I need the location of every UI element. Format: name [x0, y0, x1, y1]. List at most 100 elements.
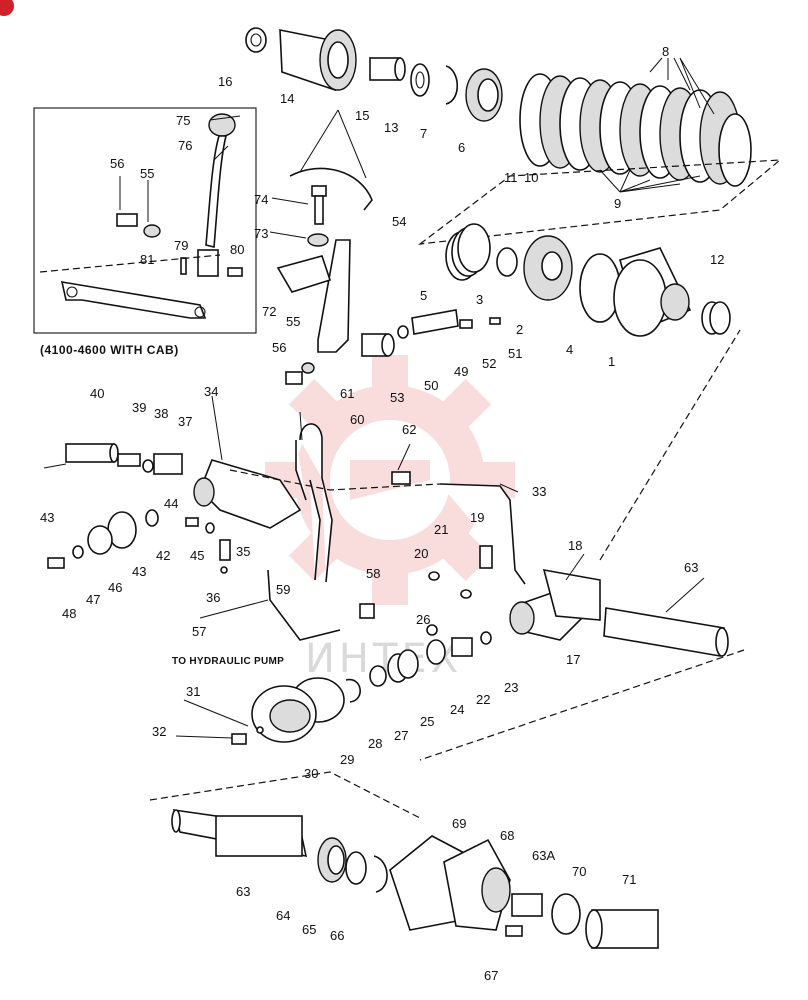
- shift-fork-18: [542, 568, 601, 621]
- label-3: 3: [476, 292, 483, 307]
- bolt-80: [227, 267, 243, 277]
- ball-26: [426, 624, 438, 636]
- label-76: 76: [178, 138, 192, 153]
- label-54: 54: [392, 214, 406, 229]
- snap-ring-66: [373, 855, 388, 893]
- label-63-bottom: 63: [236, 884, 250, 899]
- hub-6: [465, 68, 503, 122]
- label-44: 44: [164, 496, 178, 511]
- bushing-15: [369, 57, 406, 81]
- label-14: 14: [280, 91, 294, 106]
- seal-4: [579, 253, 621, 323]
- label-59: 59: [276, 582, 290, 597]
- label-30: 30: [304, 766, 318, 781]
- shaft-63-top: [603, 607, 729, 657]
- label-37: 37: [178, 414, 192, 429]
- label-1: 1: [608, 354, 615, 369]
- spring-35: [219, 539, 231, 561]
- bolt-44: [185, 517, 199, 527]
- label-62: 62: [402, 422, 416, 437]
- pin-79: [180, 257, 187, 275]
- oring-50: [397, 325, 409, 339]
- label-72: 72: [262, 304, 276, 319]
- lever-76: [205, 135, 228, 249]
- spring-pin-51: [489, 317, 501, 325]
- corner-badge-icon: [0, 0, 14, 16]
- valve-body-34: [193, 459, 302, 529]
- housing-68: [443, 838, 511, 931]
- label-24: 24: [450, 702, 464, 717]
- lever-bracket: [197, 249, 219, 277]
- tube-59: [309, 477, 333, 583]
- pin-21: [460, 589, 472, 599]
- label-74: 74: [254, 192, 268, 207]
- label-2: 2: [516, 322, 523, 337]
- label-43: 43: [132, 564, 146, 579]
- label-79: 79: [174, 238, 188, 253]
- label-63A: 63A: [532, 848, 555, 863]
- label-65: 65: [302, 922, 316, 937]
- lever-54: [317, 239, 351, 353]
- label-36: 36: [206, 590, 220, 605]
- snap-ring-7: [445, 65, 459, 105]
- washer-45: [205, 522, 215, 534]
- pin-20: [428, 571, 440, 581]
- label-17: 17: [566, 652, 580, 667]
- lever-19: [479, 545, 493, 569]
- washer-47: [72, 545, 84, 559]
- bushing-63A: [511, 893, 543, 917]
- bolt-67: [505, 925, 523, 937]
- washer-55-inset: [143, 224, 161, 238]
- label-63-top: 63: [684, 560, 698, 575]
- washer-46: [87, 525, 113, 555]
- rod-54: [289, 167, 373, 211]
- gear-sleeve-14: [279, 29, 357, 92]
- label-81: 81: [140, 252, 154, 267]
- washer-16: [245, 27, 267, 53]
- tube-57: [267, 569, 341, 641]
- snap-ring-28: [345, 678, 361, 703]
- label-48: 48: [62, 606, 76, 621]
- label-10: 10: [524, 170, 538, 185]
- label-75: 75: [176, 113, 190, 128]
- label-25: 25: [420, 714, 434, 729]
- label-45: 45: [190, 548, 204, 563]
- label-46: 46: [108, 580, 122, 595]
- label-64: 64: [276, 908, 290, 923]
- washer-3: [496, 247, 518, 277]
- label-55: 55: [286, 314, 300, 329]
- cap-71: [585, 909, 659, 949]
- pin-52: [459, 319, 473, 329]
- label-22: 22: [476, 692, 490, 707]
- label-49: 49: [454, 364, 468, 379]
- label-60: 60: [350, 412, 364, 427]
- valve-22: [451, 637, 473, 657]
- part-number-labels: 16 14 15 13 7 6 8 11 10 9 12 5 3 2 4 1 7…: [40, 44, 724, 983]
- washer-73: [307, 233, 329, 247]
- shaft-63-bottom: [171, 809, 308, 858]
- rings-12: [701, 301, 731, 335]
- seal-70: [551, 893, 581, 935]
- label-5: 5: [420, 288, 427, 303]
- label-12: 12: [710, 252, 724, 267]
- ring-38: [142, 459, 154, 473]
- label-15: 15: [355, 108, 369, 123]
- label-71: 71: [622, 872, 636, 887]
- oring-42: [145, 509, 159, 527]
- spool-40: [65, 443, 119, 463]
- label-9: 9: [614, 196, 621, 211]
- link-81: [60, 281, 207, 319]
- tube-33: [439, 483, 526, 585]
- label-33: 33: [532, 484, 546, 499]
- bolt-56-inset: [116, 213, 138, 227]
- label-51: 51: [508, 346, 522, 361]
- label-38: 38: [154, 406, 168, 421]
- washer-55: [301, 362, 315, 374]
- label-11: 11: [504, 170, 518, 185]
- bracket-72: [276, 255, 332, 293]
- label-66: 66: [330, 928, 344, 943]
- plug-31: [256, 726, 264, 734]
- spring-39: [117, 453, 141, 467]
- label-26: 26: [416, 612, 430, 627]
